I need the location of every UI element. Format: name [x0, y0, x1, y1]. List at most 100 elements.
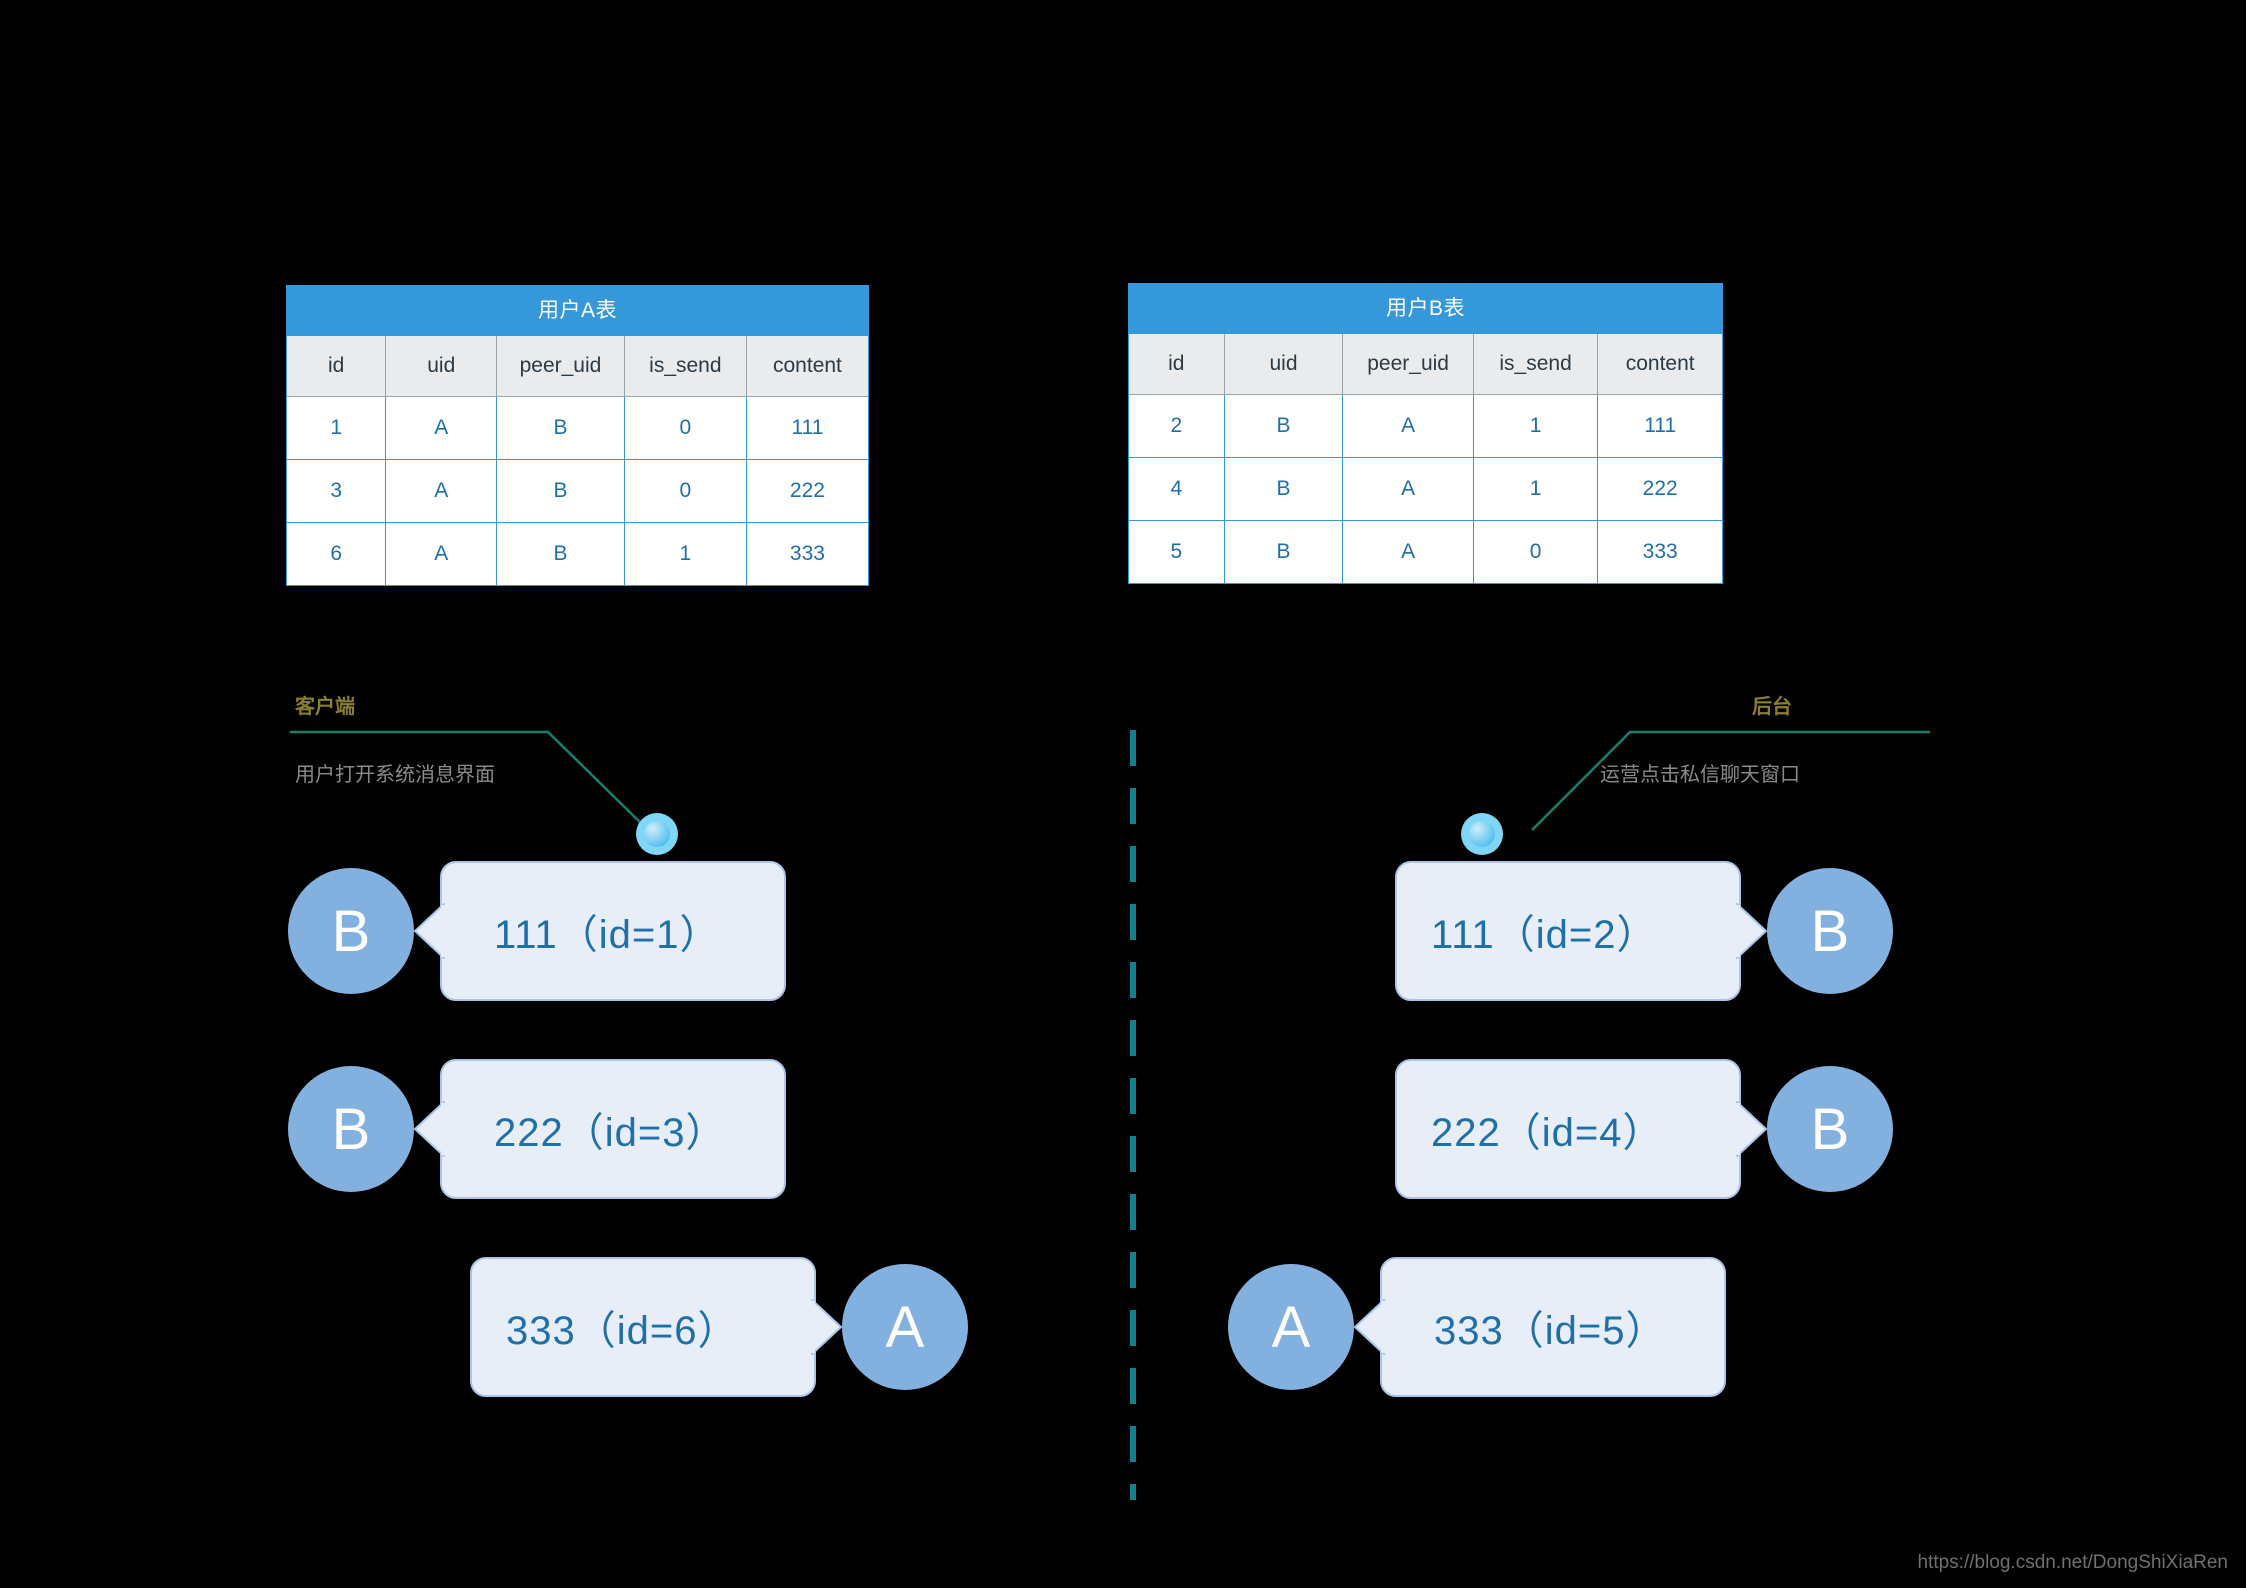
- cell-uid: B: [1223, 457, 1344, 521]
- bubble-tail-right-icon: [1736, 903, 1768, 959]
- cell-is-send: 0: [623, 459, 747, 523]
- panel-divider: [1130, 730, 1136, 1500]
- cell-uid: B: [1223, 394, 1344, 458]
- table-caption: 用户B表: [1129, 284, 1722, 334]
- table-caption: 用户A表: [287, 286, 868, 336]
- cell-id: 5: [1129, 520, 1225, 583]
- bubble-tail-left-icon: [413, 1101, 445, 1157]
- message-row-left-1: B 111（id=1）: [288, 857, 786, 1005]
- column-header-id: id: [287, 336, 387, 397]
- marker-dot-left: [636, 813, 678, 855]
- cell-id: 6: [287, 522, 387, 585]
- message-text: 111（id=2）: [1431, 913, 1658, 957]
- callout-title: 后台: [1752, 696, 1792, 718]
- callout-leader-line: [1531, 730, 1930, 831]
- cell-id: 2: [1129, 394, 1225, 458]
- cell-uid: A: [385, 522, 498, 585]
- column-header-content: content: [1597, 334, 1722, 395]
- table-header-row: id uid peer_uid is_send content: [1129, 334, 1722, 395]
- callout-client: 客户端 用户打开系统消息界面: [290, 690, 710, 831]
- message-bubble-wrap: 333（id=6）: [470, 1257, 843, 1397]
- marker-dot-right: [1461, 813, 1503, 855]
- column-header-is-send: is_send: [623, 336, 747, 397]
- message-text: 222（id=3）: [494, 1111, 727, 1155]
- cell-id: 3: [287, 459, 387, 523]
- marker-dot-core: [1469, 821, 1495, 847]
- message-row-right-2: 222（id=4） B: [1395, 1055, 1893, 1203]
- cell-peer-uid: B: [496, 396, 625, 460]
- message-bubble: 333（id=6）: [470, 1257, 843, 1397]
- message-bubble-wrap: 222（id=4）: [1395, 1059, 1768, 1199]
- user-b-table: 用户B表 id uid peer_uid is_send content 2 B…: [1128, 283, 1723, 584]
- cell-is-send: 0: [623, 396, 747, 460]
- message-row-right-1: 111（id=2） B: [1395, 857, 1893, 1005]
- cell-content: 333: [745, 522, 868, 585]
- callout-subtitle: 运营点击私信聊天窗口: [1600, 764, 1800, 786]
- column-header-content: content: [745, 336, 868, 397]
- cell-content: 222: [745, 459, 868, 523]
- message-bubble: 111（id=2）: [1395, 861, 1768, 1001]
- cell-id: 1: [287, 396, 387, 460]
- cell-id: 4: [1129, 457, 1225, 521]
- callout-subtitle: 用户打开系统消息界面: [295, 764, 495, 786]
- message-bubble: 222（id=3）: [413, 1059, 786, 1199]
- bubble-tail-right-icon: [811, 1299, 843, 1355]
- watermark: https://blog.csdn.net/DongShiXiaRen: [1917, 1552, 2228, 1573]
- message-bubble: 222（id=4）: [1395, 1059, 1768, 1199]
- marker-dot-core: [644, 821, 670, 847]
- message-text: 111（id=1）: [494, 913, 721, 957]
- avatar: B: [1767, 868, 1893, 994]
- avatar: B: [288, 868, 414, 994]
- message-bubble-wrap: 111（id=1）: [413, 861, 786, 1001]
- table-row: 3 A B 0 222: [287, 459, 868, 523]
- cell-is-send: 1: [1472, 394, 1599, 458]
- callout-backend: 后台 运营点击私信聊天窗口: [1480, 690, 1930, 831]
- cell-peer-uid: A: [1342, 457, 1474, 521]
- column-header-uid: uid: [1223, 334, 1344, 395]
- column-header-peer-uid: peer_uid: [496, 336, 625, 397]
- callout-title: 客户端: [295, 696, 355, 718]
- message-text: 222（id=4）: [1431, 1111, 1664, 1155]
- cell-peer-uid: A: [1342, 394, 1474, 458]
- table-grid: id uid peer_uid is_send content 1 A B 0 …: [287, 336, 868, 585]
- table-row: 1 A B 0 111: [287, 396, 868, 460]
- table-grid: id uid peer_uid is_send content 2 B A 1 …: [1129, 334, 1722, 583]
- avatar: B: [288, 1066, 414, 1192]
- message-bubble: 111（id=1）: [413, 861, 786, 1001]
- message-row-right-3: A 333（id=5）: [1228, 1253, 1726, 1401]
- message-bubble-wrap: 111（id=2）: [1395, 861, 1768, 1001]
- column-header-peer-uid: peer_uid: [1342, 334, 1474, 395]
- column-header-uid: uid: [385, 336, 498, 397]
- cell-uid: B: [1223, 520, 1344, 583]
- callout-leader-line: [290, 730, 649, 831]
- cell-uid: A: [385, 459, 498, 523]
- message-row-left-2: B 222（id=3）: [288, 1055, 786, 1203]
- cell-is-send: 0: [1472, 520, 1599, 583]
- table-row: 5 B A 0 333: [1129, 520, 1722, 583]
- cell-content: 333: [1597, 520, 1722, 583]
- message-bubble: 333（id=5）: [1353, 1257, 1726, 1397]
- cell-uid: A: [385, 396, 498, 460]
- message-text: 333（id=6）: [506, 1309, 739, 1353]
- avatar: B: [1767, 1066, 1893, 1192]
- user-a-table: 用户A表 id uid peer_uid is_send content 1 A…: [286, 285, 869, 586]
- message-bubble-wrap: 222（id=3）: [413, 1059, 786, 1199]
- column-header-id: id: [1129, 334, 1225, 395]
- table-row: 6 A B 1 333: [287, 522, 868, 585]
- cell-content: 222: [1597, 457, 1722, 521]
- bubble-tail-right-icon: [1736, 1101, 1768, 1157]
- avatar: A: [842, 1264, 968, 1390]
- avatar: A: [1228, 1264, 1354, 1390]
- table-row: 2 B A 1 111: [1129, 394, 1722, 458]
- cell-content: 111: [745, 396, 868, 460]
- bubble-tail-left-icon: [413, 903, 445, 959]
- cell-peer-uid: B: [496, 522, 625, 585]
- table-header-row: id uid peer_uid is_send content: [287, 336, 868, 397]
- column-header-is-send: is_send: [1472, 334, 1599, 395]
- message-row-left-3: 333（id=6） A: [470, 1253, 968, 1401]
- table-row: 4 B A 1 222: [1129, 457, 1722, 521]
- cell-peer-uid: B: [496, 459, 625, 523]
- cell-is-send: 1: [623, 522, 747, 585]
- cell-is-send: 1: [1472, 457, 1599, 521]
- cell-content: 111: [1597, 394, 1722, 458]
